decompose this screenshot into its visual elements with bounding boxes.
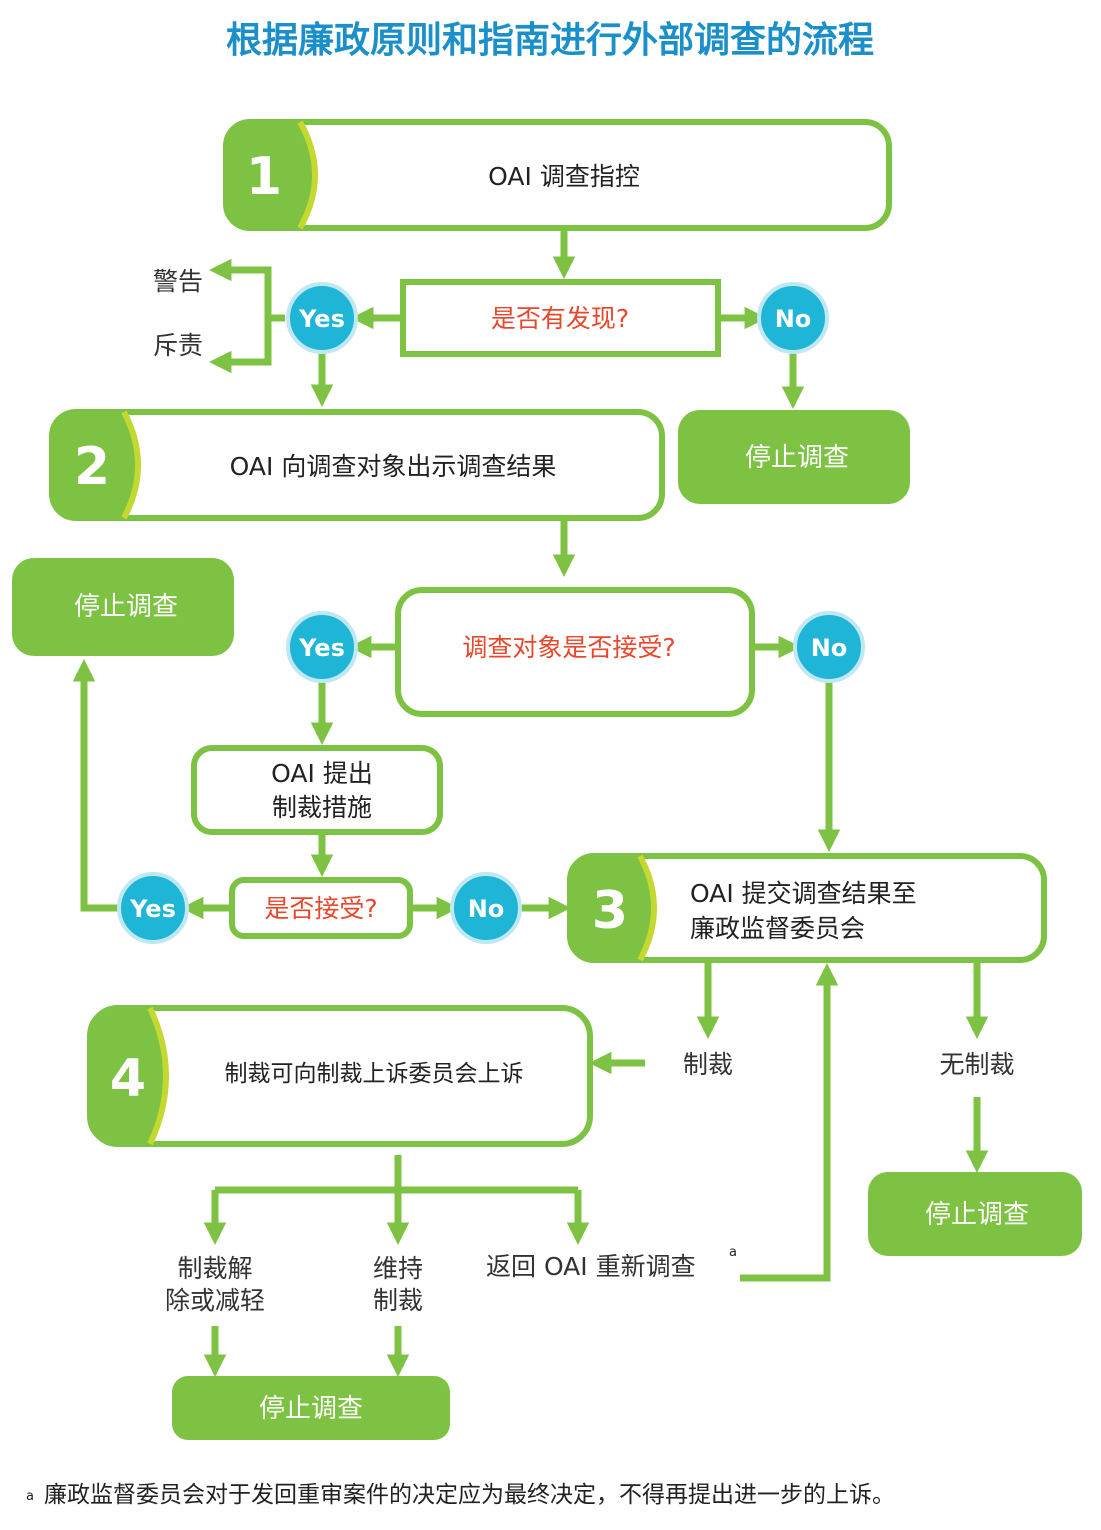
step-1-number: 1: [246, 147, 282, 207]
page-title: 根据廉政原则和指南进行外部调查的流程: [226, 20, 874, 61]
step-1-text: OAI 调查指控: [488, 162, 640, 191]
footnote-text: 廉政监督委员会对于发回重审案件的决定应为最终决定，不得再提出进一步的上诉。: [44, 1482, 895, 1508]
step-4-number: 4: [110, 1049, 146, 1109]
step-4-text: 制裁可向制裁上诉委员会上诉: [225, 1061, 524, 1087]
step-3-line-2: 廉政监督委员会: [690, 914, 865, 943]
propose-line-1: OAI 提出: [271, 759, 373, 788]
no-sanction-label: 无制裁: [939, 1050, 1014, 1079]
no-label-1: No: [775, 305, 812, 333]
uphold-line-2: 制裁: [373, 1286, 423, 1315]
propose-sanctions-box: OAI 提出 制裁措施: [191, 745, 443, 835]
no-circle-2: No: [793, 611, 865, 683]
step-2-number: 2: [74, 437, 110, 497]
no-circle-3: No: [450, 872, 522, 944]
arrow-return-s3: [740, 963, 839, 1282]
yes-label-2: Yes: [298, 634, 345, 662]
step-4-box: 4 制裁可向制裁上诉委员会上诉: [87, 1005, 593, 1147]
step-2-box: 2 OAI 向调查对象出示调查结果: [49, 409, 665, 521]
step-3-number: 3: [592, 881, 628, 941]
stop-box-b: 停止调查: [12, 558, 234, 656]
no-circle-1: No: [757, 282, 829, 354]
warning-label: 警告: [153, 267, 203, 296]
stop-text-b: 停止调查: [74, 592, 178, 622]
step-3-line-1: OAI 提交调查结果至: [690, 879, 917, 908]
yes-label-1: Yes: [298, 305, 345, 333]
return-oai-superscript: a: [729, 1245, 737, 1260]
bracket-warning-reprimand: [222, 266, 272, 366]
sanction-label: 制裁: [683, 1050, 733, 1079]
stop-box-c: 停止调查: [868, 1172, 1082, 1256]
question-3: 是否接受?: [229, 877, 413, 939]
lift-line-2: 除或减轻: [165, 1286, 265, 1315]
lift-line-1: 制裁解: [177, 1254, 252, 1283]
uphold-line-1: 维持: [373, 1254, 423, 1283]
reprimand-label: 斥责: [153, 331, 203, 360]
question-3-text: 是否接受?: [264, 894, 377, 923]
step-1-box: 1 OAI 调查指控: [223, 119, 892, 231]
stop-box-d: 停止调查: [172, 1376, 450, 1440]
yes-circle-3: Yes: [117, 872, 189, 944]
stop-text-d: 停止调查: [259, 1394, 363, 1424]
footnote-marker: a: [26, 1489, 34, 1504]
stop-text-c: 停止调查: [925, 1200, 1029, 1230]
step-3-box: 3 OAI 提交调查结果至 廉政监督委员会: [567, 853, 1047, 963]
yes-circle-2: Yes: [286, 611, 358, 683]
propose-line-2: 制裁措施: [272, 793, 372, 822]
no-label-2: No: [811, 634, 848, 662]
question-2: 调查对象是否接受?: [395, 587, 755, 717]
no-label-3: No: [468, 895, 505, 923]
question-1: 是否有发现?: [400, 279, 721, 357]
stop-text-a: 停止调查: [745, 443, 849, 473]
yes-circle-1: Yes: [286, 282, 358, 354]
yes-label-3: Yes: [129, 895, 176, 923]
step-2-text: OAI 向调查对象出示调查结果: [230, 452, 557, 481]
arrow-yes3-stop: [72, 659, 118, 912]
connectors: [72, 230, 989, 1377]
question-1-text: 是否有发现?: [491, 304, 629, 333]
stop-box-a: 停止调查: [678, 410, 910, 504]
question-2-text: 调查对象是否接受?: [462, 633, 675, 662]
return-oai-label: 返回 OAI 重新调查: [486, 1252, 696, 1281]
